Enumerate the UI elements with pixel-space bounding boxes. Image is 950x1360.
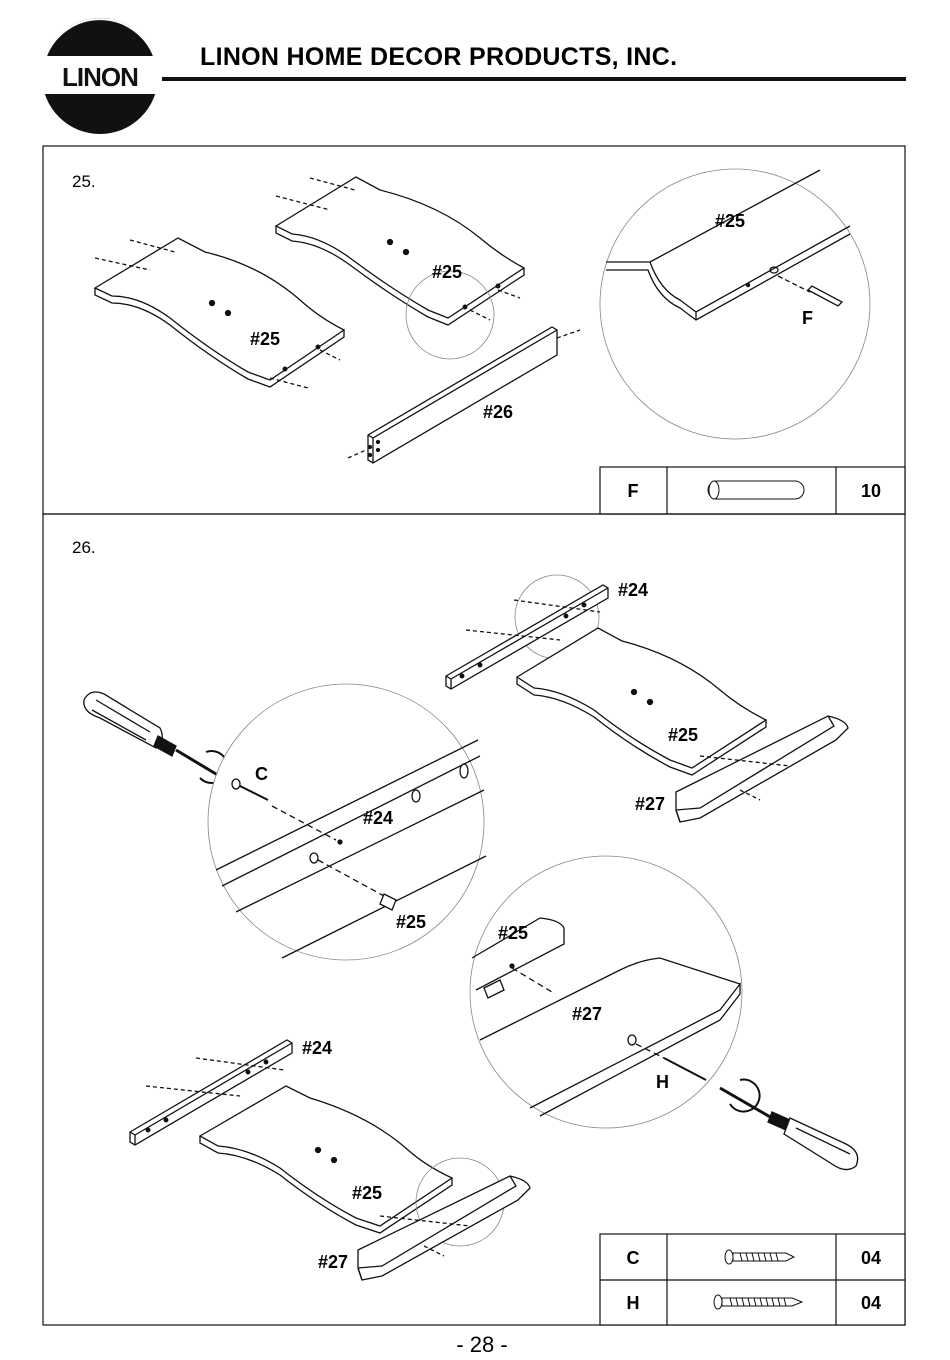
hw-qty-f: 10 [861,481,881,501]
company-name: LINON HOME DECOR PRODUCTS, INC. [200,43,677,71]
header-rule [162,77,906,81]
hw-qty-c: 04 [861,1248,881,1268]
step26-detail-1: C #24 #25 [208,684,486,960]
label-panel-b: #25 [432,262,462,282]
label-top-foot: #27 [635,794,665,814]
hardware-table-step26: C 04 H 04 [600,1234,905,1325]
step26-number: 26. [72,538,96,557]
screwdriver-right-icon [720,1080,858,1170]
page-number: - 28 - [456,1332,507,1357]
label-bottom-rail: #24 [302,1038,332,1058]
step25-detail: #25 F [600,169,870,439]
label-bottom-panel: #25 [352,1183,382,1203]
label-detail1-panel: #25 [396,912,426,932]
label-detail-dowel: F [802,308,813,328]
hw-code-h: H [627,1293,640,1313]
label-detail2-foot: #27 [572,1004,602,1024]
label-detail-panel: #25 [715,211,745,231]
label-top-panel: #25 [668,725,698,745]
panel-25-left [95,238,344,388]
step25-number: 25. [72,172,96,191]
label-detail1-screw: C [255,764,268,784]
panel-25-top [276,177,524,325]
step26-detail-2: #25 #27 H [470,856,742,1128]
hw-qty-h: 04 [861,1293,881,1313]
label-top-rail: #24 [618,580,648,600]
label-rail: #26 [483,402,513,422]
label-detail2-screw: H [656,1072,669,1092]
label-detail2-panel: #25 [498,923,528,943]
rail-26 [348,327,580,463]
hardware-table-step25: F 10 [600,467,905,514]
label-detail1-rail: #24 [363,808,393,828]
dowel-icon [708,481,804,499]
label-panel-a: #25 [250,329,280,349]
screwdriver-icon [84,692,228,783]
hw-code-c: C [627,1248,640,1268]
linon-logo: LINON [30,18,170,134]
logo-text: LINON [62,62,138,92]
bottom-assembly [130,1040,530,1280]
hw-code-f: F [628,481,639,501]
label-bottom-foot: #27 [318,1252,348,1272]
top-assembly [446,575,848,822]
